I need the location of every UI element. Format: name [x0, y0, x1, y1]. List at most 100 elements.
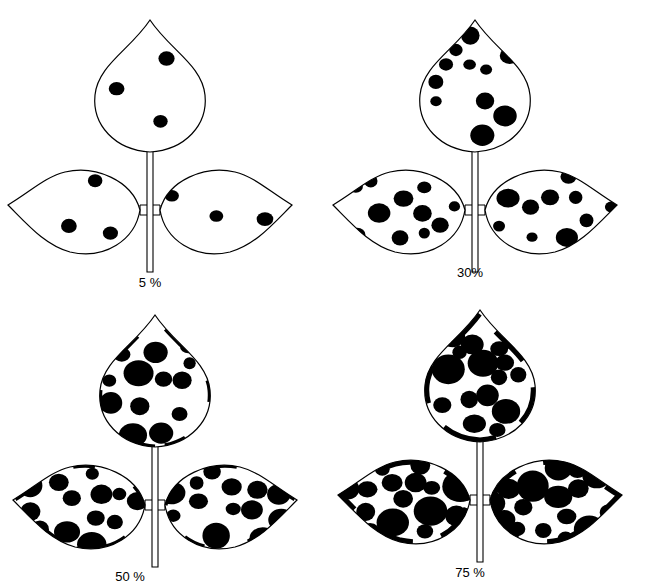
lesion-group: [109, 51, 175, 127]
lesion-spot: [268, 509, 294, 532]
leaflet-outline: [420, 20, 531, 152]
lesion-group: [13, 465, 148, 556]
lesion-spot: [368, 203, 391, 222]
leaf-joint: [145, 500, 165, 510]
lesion-group: [157, 464, 297, 549]
lesion-spot: [91, 485, 113, 505]
lesion-spot: [493, 221, 505, 232]
lesion-group: [428, 26, 519, 145]
lesion-spot: [510, 367, 526, 383]
leaflet-fill: [338, 460, 470, 543]
leaf-stem: [152, 447, 158, 567]
leaflet-outline: [425, 310, 536, 442]
lesion-spot: [202, 523, 229, 549]
lesion-spot: [77, 532, 106, 557]
lesion-spot: [149, 423, 173, 444]
trifoliate-leaf: [336, 310, 622, 562]
leaflet-fill: [100, 315, 211, 447]
lesion-spot: [476, 92, 494, 109]
leaf-stem: [477, 442, 483, 562]
lesion-spot: [405, 473, 427, 493]
leaflet-outline: [13, 465, 145, 548]
lesion-spot: [541, 189, 559, 205]
lesion-spot: [419, 228, 430, 239]
lesion-spot: [460, 391, 478, 409]
leaf-joint: [140, 205, 160, 215]
lesion-spot: [452, 346, 466, 360]
leaflet-fill: [425, 310, 536, 442]
lesion-spot: [476, 385, 499, 407]
lesion-spot: [190, 476, 204, 490]
lesion-spot: [103, 227, 118, 240]
lesion-group: [349, 174, 460, 245]
lesion-spot: [439, 58, 453, 70]
leaflet-fill: [13, 465, 145, 548]
lesion-spot: [580, 214, 594, 228]
lesion-margin: [338, 460, 470, 543]
lesion-margin: [425, 310, 536, 442]
lesion-spot: [222, 478, 242, 495]
leaflet-fill: [333, 170, 465, 253]
lesion-spot: [124, 360, 154, 386]
lesion-spot: [189, 493, 208, 509]
lesion-spot: [247, 481, 267, 499]
lesion-spot: [63, 490, 81, 506]
lesion-spot: [130, 397, 149, 415]
lesion-spot: [433, 397, 451, 413]
lesion-group: [479, 455, 622, 546]
leaflet-outline: [490, 460, 622, 543]
lesion-spot: [357, 481, 377, 497]
lesion-spot: [18, 474, 42, 497]
leaf-joint: [465, 205, 485, 215]
lesion-spot: [535, 523, 552, 538]
lesion-spot: [87, 510, 105, 525]
leaflet-outline: [100, 315, 211, 447]
lesion-spot: [556, 228, 578, 247]
severity-label: 30%: [457, 266, 483, 280]
leaf-joint: [470, 495, 490, 505]
lesion-spot: [480, 65, 492, 75]
lesion-spot: [414, 497, 448, 526]
severity-label: 75 %: [455, 566, 485, 580]
leaflet-outline: [95, 20, 206, 152]
lesion-spot: [113, 348, 130, 362]
lesion-spot: [413, 205, 432, 222]
lesion-spot: [183, 357, 195, 369]
lesion-spot: [489, 423, 505, 437]
leaflet-outline: [338, 460, 470, 543]
lesion-spot: [364, 174, 377, 187]
leaflet-fill: [485, 170, 617, 253]
lesion-spot: [545, 455, 572, 480]
lesion-group: [336, 456, 479, 544]
lesion-spot: [599, 223, 611, 234]
lesion-spot: [497, 189, 520, 208]
lesion-spot: [102, 375, 116, 387]
lesion-spot: [431, 218, 448, 233]
leaflet-fill: [95, 20, 206, 152]
lesion-spot: [393, 490, 413, 508]
leaflet-outline: [8, 170, 140, 253]
trifoliate-leaf: [13, 315, 297, 567]
lesion-spot: [153, 115, 167, 128]
lesion-spot: [112, 488, 126, 500]
lesion-spot: [522, 200, 539, 215]
lesion-spot: [209, 210, 223, 222]
leaflet-fill: [8, 170, 140, 253]
lesion-spot: [449, 201, 460, 211]
trifoliate-leaf: [333, 20, 617, 272]
leaflet-fill: [420, 20, 531, 152]
lesion-spot: [410, 456, 430, 475]
lesion-spot: [428, 75, 443, 89]
lesion-spot: [155, 371, 173, 386]
lesion-spot: [356, 503, 375, 521]
lesion-spot: [449, 44, 462, 56]
lesion-margin: [13, 465, 145, 548]
lesion-group: [100, 315, 211, 447]
lesion-spot: [241, 500, 263, 519]
lesion-spot: [394, 190, 414, 206]
lesion-margin: [165, 465, 297, 548]
lesion-spot: [49, 474, 69, 491]
leaf-stem: [147, 152, 153, 272]
